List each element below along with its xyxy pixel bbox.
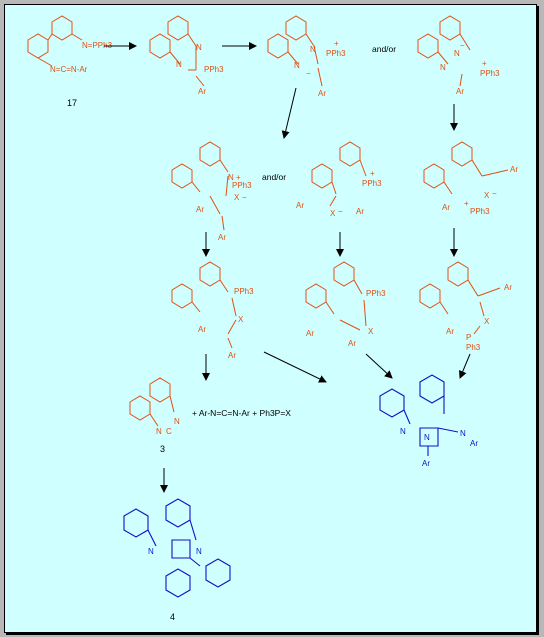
atom-label: Ar [510,165,518,174]
row2-structure-c: Ar X − Ar PPh3 + [423,141,518,216]
atom-label: X [368,327,374,336]
atom-label: − [306,69,311,78]
atom-label: Ar [228,351,236,360]
atom-label: PPh3 [232,181,252,190]
arrow-row3c-to-blue [459,353,471,379]
atom-label: + [482,59,487,68]
atom-label: N [148,547,154,556]
compound-number-3: 3 [160,444,165,454]
compound-3: N C N 3 [129,377,180,454]
atom-label: N [294,61,300,70]
atom-label: N [196,547,202,556]
atom-label: N=C=N-Ar [50,65,88,74]
atom-label: Ar [442,203,450,212]
row2-structure-b: PPh3 + Ar X − Ar [296,141,382,218]
atom-label: N [174,417,180,426]
scheme-panel [4,4,537,633]
atom-label: N=PPh3 [82,41,113,50]
atom-label: X [238,315,244,324]
atom-label: − [492,189,497,198]
atom-label: PPh3 [362,179,382,188]
compound-number-4: 4 [170,612,175,622]
compound-number-17: 17 [67,98,77,108]
atom-label: N [176,60,182,69]
atom-label: C [166,427,172,436]
atom-label: Ar [296,201,304,210]
atom-label: N [310,45,316,54]
atom-label: P [466,333,471,342]
byproducts-text: + Ar-N=C=N-Ar + Ph3P=X [192,408,291,418]
atom-label: − [242,193,247,202]
atom-label: Ar [504,283,512,292]
atom-label: Ph3 [466,343,481,352]
row2-structure-a: N PPh3 + X − Ar Ar [171,141,252,242]
arrow-row3b-to-blue [365,353,393,379]
atom-label: PPh3 [204,65,224,74]
row3-structure-b: PPh3 X Ar Ar [305,261,386,348]
atom-label: Ar [198,87,206,96]
blue-product: N N N Ar Ar [379,374,478,468]
compound-4: N N 4 [123,498,231,622]
atom-label: Ar [196,205,204,214]
atom-label: N [228,173,234,182]
atom-label: PPh3 [326,49,346,58]
zwitterion-a: N N PPh3 + − Ar [267,15,346,98]
atom-label: + [334,39,339,48]
row3-structure-c: Ar X P Ph3 Ar [419,261,512,352]
atom-label: − [338,207,343,216]
atom-label: Ar [456,87,464,96]
atom-label: N [460,429,466,438]
cyclized-intermediate: N N PPh3 Ar [149,15,224,96]
atom-label: N [440,63,446,72]
arrow-row1-to-row2-left [281,87,297,139]
atom-label: Ar [470,439,478,448]
atom-label: PPh3 [366,289,386,298]
atom-label: Ar [218,233,226,242]
row3-structure-a: PPh3 X Ar Ar [171,261,254,360]
atom-label: Ar [306,329,314,338]
atom-label: X [330,209,336,218]
atom-label: − [460,41,465,50]
atom-label: Ar [198,325,206,334]
compound-17: N=PPh3 N=C=N-Ar 17 [27,15,113,108]
atom-label: N [424,433,430,442]
atom-label: + [236,173,241,182]
zwitterion-b: N N − PPh3 + Ar [417,15,500,96]
atom-label: N [156,427,162,436]
atom-label: N [196,43,202,52]
atom-label: Ar [356,207,364,216]
atom-label: Ar [348,339,356,348]
atom-label: + [370,169,375,178]
atom-label: N [454,49,460,58]
atom-label: X [484,317,490,326]
atom-label: + [464,199,469,208]
atom-label: X [484,191,490,200]
and-or-label-1: and/or [372,44,396,54]
atom-label: Ar [318,89,326,98]
atom-label: PPh3 [480,69,500,78]
atom-label: N [400,427,406,436]
atom-label: PPh3 [470,207,490,216]
arrow-row3a-to-blue [263,351,327,383]
atom-label: Ar [446,327,454,336]
atom-label: X [234,193,240,202]
and-or-label-2: and/or [262,172,286,182]
atom-label: Ar [422,459,430,468]
atom-label: PPh3 [234,287,254,296]
